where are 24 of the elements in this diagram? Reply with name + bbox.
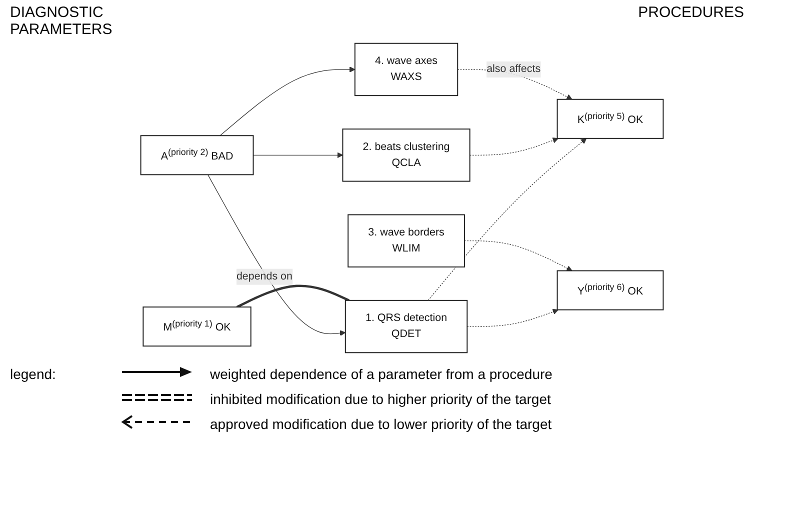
arrow xyxy=(470,138,558,156)
legend-text: approved modification due to lower priority of the target xyxy=(210,416,553,432)
arrow xyxy=(428,138,587,301)
edge-label: depends on xyxy=(236,270,292,282)
node-box: 2. beats clustering QCLA xyxy=(342,128,470,182)
node-box: Y$^{(priority 6)}$ OK xyxy=(556,270,664,310)
edge-label: also affects xyxy=(486,63,541,75)
arrow xyxy=(466,308,558,327)
legend-text: inhibited modification due to higher priority of the target xyxy=(210,390,552,406)
node-box: K$^{(priority 5)}$ OK xyxy=(556,98,664,139)
arrow xyxy=(252,152,343,158)
node-box: M$^{(priority 1)}$ OK xyxy=(142,306,252,347)
connector xyxy=(236,284,350,308)
column-heading: PROCEDURES xyxy=(638,4,744,23)
arrow xyxy=(208,174,346,336)
column-heading: DIAGNOSTIC PARAMETERS xyxy=(10,4,114,38)
arrow xyxy=(464,240,572,272)
node-box: A$^{(priority 2)}$ BAD xyxy=(140,135,254,176)
node-box: 4. wave axes WAXS xyxy=(354,42,458,96)
node-box: 3. wave borders WLIM xyxy=(348,214,465,268)
node-box: 1. QRS detection QDET xyxy=(344,300,468,354)
arrow xyxy=(220,66,356,136)
legend-heading: legend: xyxy=(10,366,57,382)
legend-text: weighted dependence of a parameter from a procedure xyxy=(210,366,554,382)
